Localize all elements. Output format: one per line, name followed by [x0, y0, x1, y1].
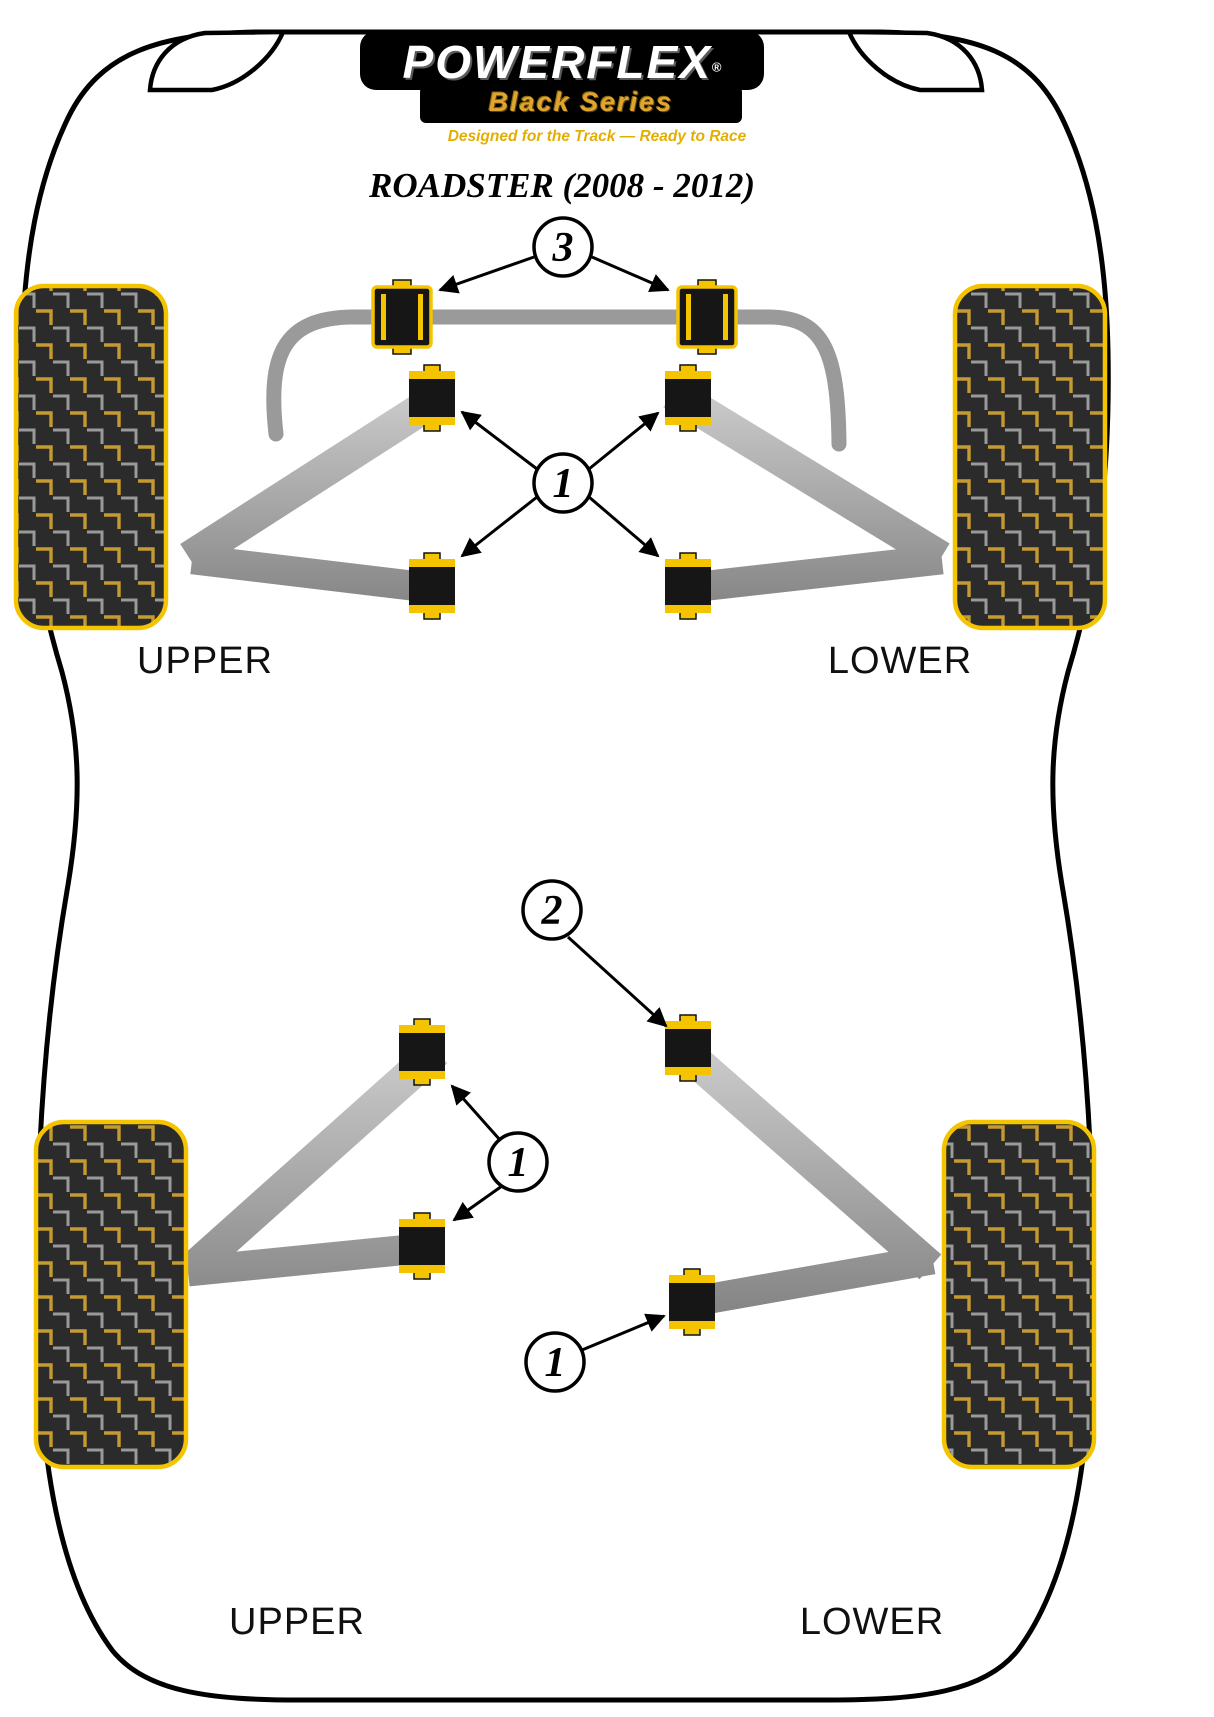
rear-lower-bush: [668, 1268, 716, 1336]
black-series-text: Black Series: [488, 87, 674, 118]
callout-2-rear-link: 2: [521, 879, 583, 941]
registered-mark: ®: [711, 59, 722, 75]
left-mirror-icon: [147, 29, 287, 93]
powerflex-logo: POWERFLEX® Black Series Designed for the…: [362, 33, 762, 146]
right-mirror-icon: [845, 29, 985, 93]
callout-1-rear-number: 1: [508, 1140, 529, 1186]
callout-1-rear-lower: 1: [524, 1331, 586, 1393]
callout-3-number: 3: [552, 225, 574, 271]
front-right-tire: [952, 283, 1108, 631]
callout-3-front-arb: 3: [532, 216, 594, 278]
front-left-wishbone: [180, 379, 455, 605]
callout-1-rear-arms: 1: [487, 1131, 549, 1193]
front-lower-label: LOWER: [828, 640, 972, 682]
powerflex-brand-text: POWERFLEX: [402, 36, 712, 88]
callout-1-front-number: 1: [553, 461, 574, 507]
front-anti-roll-bar: [266, 309, 847, 452]
callout-2-number: 2: [541, 888, 563, 934]
front-upper-right-bush: [664, 364, 712, 432]
rear-upper-rear-bush: [398, 1212, 446, 1280]
rear-upper-label: UPPER: [229, 1601, 365, 1643]
callout-1-rear-lower-number: 1: [545, 1340, 566, 1386]
logo-tagline: Designed for the Track — Ready to Race: [447, 128, 747, 146]
front-arb-bush-left: [371, 278, 433, 356]
front-upper-label: UPPER: [137, 640, 273, 682]
rear-link-bush: [664, 1014, 712, 1082]
rear-upper-front-bush: [398, 1018, 446, 1086]
powerflex-brand-band: POWERFLEX®: [362, 33, 762, 89]
callout-arrows: [438, 255, 670, 1352]
rear-left-wishbone: [176, 1038, 448, 1287]
rear-right-tire: [941, 1119, 1097, 1470]
front-lower-left-bush: [408, 552, 456, 620]
callout-1-front-arms: 1: [532, 452, 594, 514]
vehicle-title: ROADSTER (2008 - 2012): [369, 166, 755, 205]
front-upper-left-bush: [408, 364, 456, 432]
rear-lower-label: LOWER: [800, 1601, 944, 1643]
rear-left-tire: [33, 1119, 189, 1470]
black-series-band: Black Series: [420, 86, 742, 124]
front-left-tire: [13, 283, 169, 631]
front-lower-right-bush: [664, 552, 712, 620]
front-right-wishbone: [663, 379, 950, 605]
rear-right-arm: [666, 1032, 942, 1318]
front-arb-bush-right: [676, 278, 738, 356]
